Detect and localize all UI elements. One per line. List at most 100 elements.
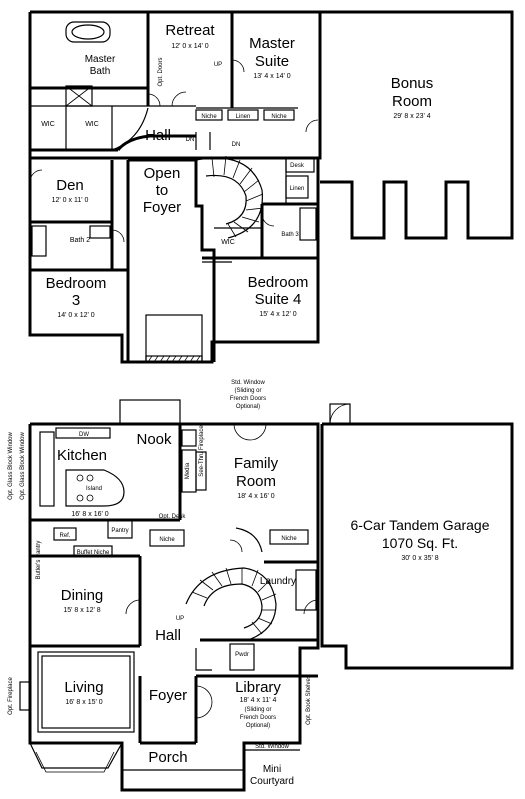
master-suite-label-2: Suite bbox=[255, 53, 289, 70]
open-to-foyer-line-2: to bbox=[156, 182, 169, 199]
niche-box-1 bbox=[195, 109, 223, 121]
niche-box-2 bbox=[263, 109, 295, 121]
up-label-upper: UP bbox=[214, 62, 222, 68]
desk-box bbox=[285, 157, 315, 173]
master-suite-label-1: Master bbox=[249, 35, 295, 52]
niche-box-3 bbox=[149, 529, 185, 547]
std-window-top-4: Optional) bbox=[236, 404, 260, 410]
porch-label: Porch bbox=[148, 749, 187, 766]
garage-label-1: 6-Car Tandem Garage bbox=[350, 517, 489, 533]
open-to-foyer-line-3: Foyer bbox=[143, 199, 181, 216]
dw-label: DW bbox=[79, 432, 89, 438]
niche-label-2: Niche bbox=[271, 114, 287, 120]
ref-label: Ref. bbox=[59, 533, 70, 539]
dining-label: Dining bbox=[61, 587, 104, 604]
mini-courtyard-label-1: Mini bbox=[263, 764, 281, 775]
living-dim: 16' 8 x 15' 0 bbox=[65, 699, 102, 706]
retreat-dim: 12' 0 x 14' 0 bbox=[171, 43, 208, 50]
hall-curve bbox=[116, 134, 151, 152]
bedroom4-label-1: Bedroom bbox=[248, 274, 309, 291]
opt-fireplace-box bbox=[19, 681, 31, 711]
living-bay bbox=[29, 742, 123, 769]
bath2-tub bbox=[31, 225, 47, 257]
laundry-counter bbox=[295, 569, 317, 611]
bath2-label: Bath 2 bbox=[70, 237, 90, 244]
media-label: Media bbox=[185, 462, 191, 479]
opt-fireplace-label: Opt. Fireplace bbox=[8, 676, 14, 714]
library-note-1: (Sliding or bbox=[244, 707, 271, 713]
lower-outer-wall bbox=[28, 422, 320, 792]
niche-label-3: Niche bbox=[159, 537, 175, 543]
nook-label: Nook bbox=[136, 431, 172, 448]
open-to-foyer-line-1: Open bbox=[144, 165, 181, 182]
linen-label-1: Linen bbox=[236, 114, 251, 120]
garage-dim: 30' 0 x 35' 8 bbox=[401, 555, 438, 562]
up-label-lower: UP bbox=[176, 616, 184, 622]
wic-curved-wall bbox=[111, 107, 149, 151]
garage-door-swing-box bbox=[329, 403, 351, 425]
garage-wall bbox=[320, 422, 514, 670]
hall-closet bbox=[195, 648, 212, 671]
wic3-label: WIC bbox=[221, 239, 235, 246]
pwdr-room bbox=[229, 643, 255, 671]
upper-hatch bbox=[147, 355, 201, 363]
foyer-window-bay bbox=[145, 314, 203, 363]
bedroom4-dim: 15' 4 x 12' 0 bbox=[259, 311, 296, 318]
library-dim: 18' 4 x 11' 4 bbox=[240, 697, 277, 704]
fridge-box-top bbox=[181, 429, 197, 447]
living-inset-2 bbox=[41, 655, 131, 729]
den-label: Den bbox=[56, 177, 84, 194]
kitchen-label: Kitchen bbox=[57, 447, 107, 464]
kitchen-dim: 16' 8 x 16' 0 bbox=[71, 511, 108, 518]
retreat-label: Retreat bbox=[165, 22, 215, 39]
dn-label-1: DN bbox=[186, 137, 195, 143]
bonus-room-dim: 29' 8 x 23' 4 bbox=[393, 113, 430, 120]
linen-label-2: Linen bbox=[290, 186, 305, 192]
bonus-room-wall bbox=[320, 10, 514, 240]
buffet-niche-box bbox=[73, 545, 113, 557]
bedroom3-label-2: 3 bbox=[72, 292, 80, 309]
master-bath-label-2: Bath bbox=[90, 66, 111, 77]
linen-closet-2 bbox=[285, 175, 309, 199]
kitchen-left-counter bbox=[39, 431, 55, 507]
niche-box-4 bbox=[269, 529, 309, 545]
master-suite-dim: 13' 4 x 14' 0 bbox=[253, 73, 290, 80]
upper-floor: Retreat 12' 0 x 14' 0 Master Suite 13' 4… bbox=[28, 10, 514, 364]
wic-left-label: WIC bbox=[41, 121, 55, 128]
bedroom4-label-2: Suite 4 bbox=[255, 291, 302, 308]
den-dim: 12' 0 x 11' 0 bbox=[52, 197, 89, 204]
wic-right-label: WIC bbox=[85, 121, 99, 128]
kitchen-island bbox=[65, 469, 125, 507]
tub-basin bbox=[71, 24, 105, 40]
pantry-label: Pantry bbox=[111, 528, 128, 534]
family-room-label-2: Room bbox=[236, 473, 276, 490]
family-curved-wall bbox=[235, 527, 263, 553]
library-note-3: Optional) bbox=[246, 723, 270, 729]
dw-counter bbox=[55, 427, 111, 439]
foyer-label: Foyer bbox=[149, 687, 187, 704]
island-label: Island bbox=[86, 486, 102, 492]
std-window-top-3: French Doors bbox=[230, 396, 266, 402]
dn-label-2: DN bbox=[232, 142, 241, 148]
bonus-room-label-1: Bonus bbox=[391, 75, 434, 92]
opt-glass-block-label-2: Opt. Glass Block Window bbox=[20, 431, 26, 499]
chimney-bump bbox=[119, 399, 181, 425]
lower-hall-label: Hall bbox=[155, 627, 181, 644]
family-room-label-1: Family bbox=[234, 455, 279, 472]
niche-label-1: Niche bbox=[201, 114, 217, 120]
living-inset bbox=[37, 651, 135, 733]
std-window-top-2: (Sliding or bbox=[234, 388, 261, 394]
bath3-label: Bath 3 bbox=[281, 232, 299, 238]
see-thru-fireplace bbox=[195, 451, 207, 491]
std-window-bottom-label: Std. Window bbox=[255, 744, 289, 750]
bath2-vanity bbox=[89, 225, 111, 239]
open-to-foyer-void bbox=[128, 158, 216, 362]
library-note-2: French Doors bbox=[240, 715, 276, 721]
desk-label: Desk bbox=[290, 163, 305, 169]
laundry-label: Laundry bbox=[260, 576, 296, 587]
living-label: Living bbox=[64, 679, 103, 696]
master-bath-label-1: Master bbox=[85, 54, 116, 65]
ref-box bbox=[53, 527, 77, 541]
std-window-top-1: Std. Window bbox=[231, 380, 265, 386]
